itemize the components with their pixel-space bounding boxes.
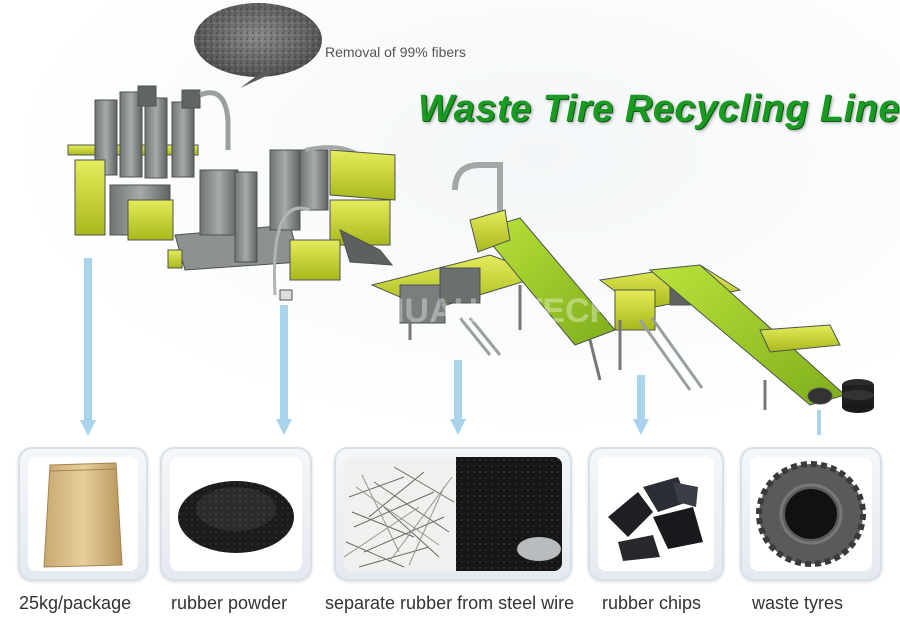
waste-tyre-photo [756,461,866,567]
recycling-line-illustration: HUAHUI TECH [67,85,874,413]
product-card-tyre [740,447,882,581]
tyre-stack [842,379,874,413]
steel-wire-and-granules-photo [344,457,562,571]
product-label-chips: rubber chips [602,593,702,613]
conveyor-1 [469,209,616,381]
product-card-wire [334,447,572,581]
rubber-powder-photo [178,481,294,553]
product-label-powder: rubber powder [171,593,288,613]
product-card-powder [160,447,312,581]
sack-photo [43,462,123,568]
grinder-group [269,145,396,301]
product-label-tyres: waste tyres [752,593,844,613]
arrow-tyres [817,410,821,435]
bubble-label: Removal of 99% fibers [325,44,466,60]
page-title: Waste Tire Recycling Line [418,88,900,130]
conveyor-2 [648,264,847,410]
mill-group [67,85,301,271]
arrow-chips [633,375,649,435]
rubber-chips-photo [608,477,703,561]
product-label-sack: 25kg/package [19,593,132,613]
product-card-sack [18,447,148,581]
fiber-bubble-image [194,3,322,88]
arrow-sack [80,258,96,436]
watermark: HUAHUI TECH [380,292,614,330]
separator-group [370,162,547,356]
product-card-chips [588,447,724,581]
product-label-wire: separate rubber from steel wire [325,593,575,613]
arrow-wire [450,360,466,435]
arrow-powder [276,305,292,435]
